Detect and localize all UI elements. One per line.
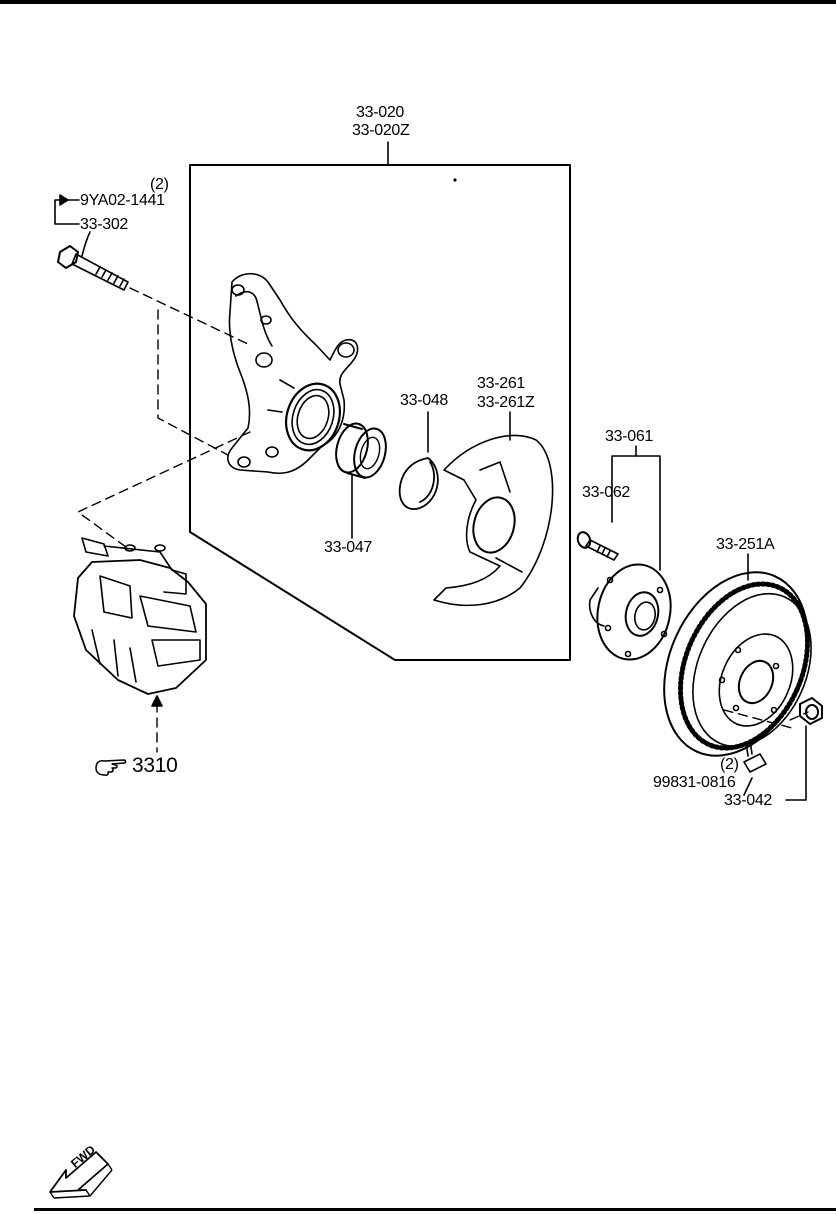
wheel-hub xyxy=(588,563,672,661)
forward-arrow-icon xyxy=(49,1151,113,1199)
fwd-indicator: FWD xyxy=(44,1142,114,1200)
label-lock-nut: 33-042 xyxy=(724,792,773,809)
label-bolt-part: 9YA02-1441 xyxy=(80,192,165,209)
label-knuckle-assy: 33-020 xyxy=(356,104,405,121)
label-screw-qty: (2) xyxy=(720,756,739,773)
label-dust-cover: 33-261 xyxy=(477,375,526,392)
label-screw-part: 99831-0816 xyxy=(653,774,736,791)
snap-ring xyxy=(398,457,439,510)
hub-bolt xyxy=(576,531,619,561)
wheel-bearing xyxy=(335,422,387,479)
brake-caliper xyxy=(73,537,207,695)
bottom-rule xyxy=(34,1208,836,1211)
label-dust-cover-z: 33-261Z xyxy=(477,394,535,411)
assembly-guides xyxy=(77,287,809,753)
bolt-leader xyxy=(81,231,91,257)
screw-leader xyxy=(743,777,753,796)
label-bearing: 33-047 xyxy=(324,539,373,556)
pointing-hand-icon xyxy=(95,759,127,776)
label-bolt-group: 33-302 xyxy=(80,216,129,233)
nut-leader xyxy=(785,725,807,801)
hub-bracket xyxy=(611,455,661,571)
label-hub-bolt: 33-062 xyxy=(582,484,631,501)
dust-cover xyxy=(433,434,554,607)
label-bolt-qty: (2) xyxy=(150,176,169,193)
caliper-reference[interactable]: 3310 xyxy=(94,754,190,780)
steering-knuckle xyxy=(227,272,359,475)
label-disc: 33-251A xyxy=(716,536,775,553)
knuckle-group-frame xyxy=(189,164,571,661)
label-knuckle-assy-z: 33-020Z xyxy=(352,122,410,139)
caliper-arrow-head xyxy=(151,695,163,707)
lock-nut xyxy=(799,697,823,725)
long-bolt xyxy=(57,245,129,291)
label-hub-assy: 33-061 xyxy=(605,428,654,445)
top-rule xyxy=(0,0,836,4)
label-bearing-snap: 33-048 xyxy=(400,392,449,409)
bolt-bracket xyxy=(54,199,80,225)
disc-screw xyxy=(743,739,767,773)
brake-disc xyxy=(663,571,812,757)
caliper-reference-label: 3310 xyxy=(132,754,178,777)
